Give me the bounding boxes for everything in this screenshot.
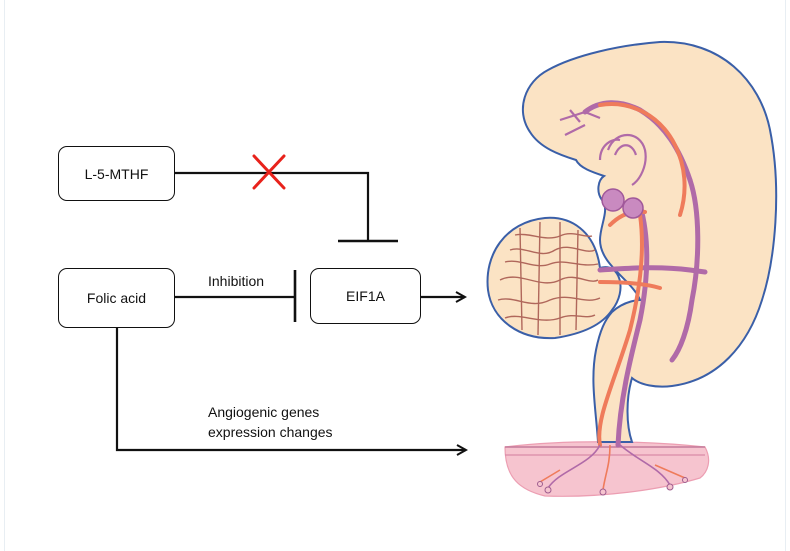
l5mthf-label: L-5-MTHF (84, 165, 149, 182)
heart-chamber-1 (601, 188, 625, 212)
placental-vessels (539, 444, 686, 491)
angiogenic-arrow (115, 328, 466, 450)
folic-acid-label: Folic acid (86, 290, 147, 306)
folic-acid-node: Folic acid (58, 268, 175, 328)
heart-chamber-2 (622, 197, 644, 219)
yolk-sac-network (497, 221, 601, 336)
head-vessels (559, 109, 647, 186)
red-x-icon (252, 154, 286, 190)
l5mthf-node: L-5-MTHF (58, 146, 175, 201)
l5mthf-connector (175, 171, 370, 240)
eif1a-label: EIF1A (346, 288, 385, 304)
eif1a-node: EIF1A (310, 268, 421, 324)
angiogenic-label-line1: Angiogenic genes (208, 404, 320, 420)
placental-villi (537, 477, 688, 496)
embryo-vasculature-illustration (486, 40, 778, 497)
angiogenic-label-line2: expression changes (208, 424, 333, 440)
inhibition-label: Inhibition (208, 273, 265, 289)
